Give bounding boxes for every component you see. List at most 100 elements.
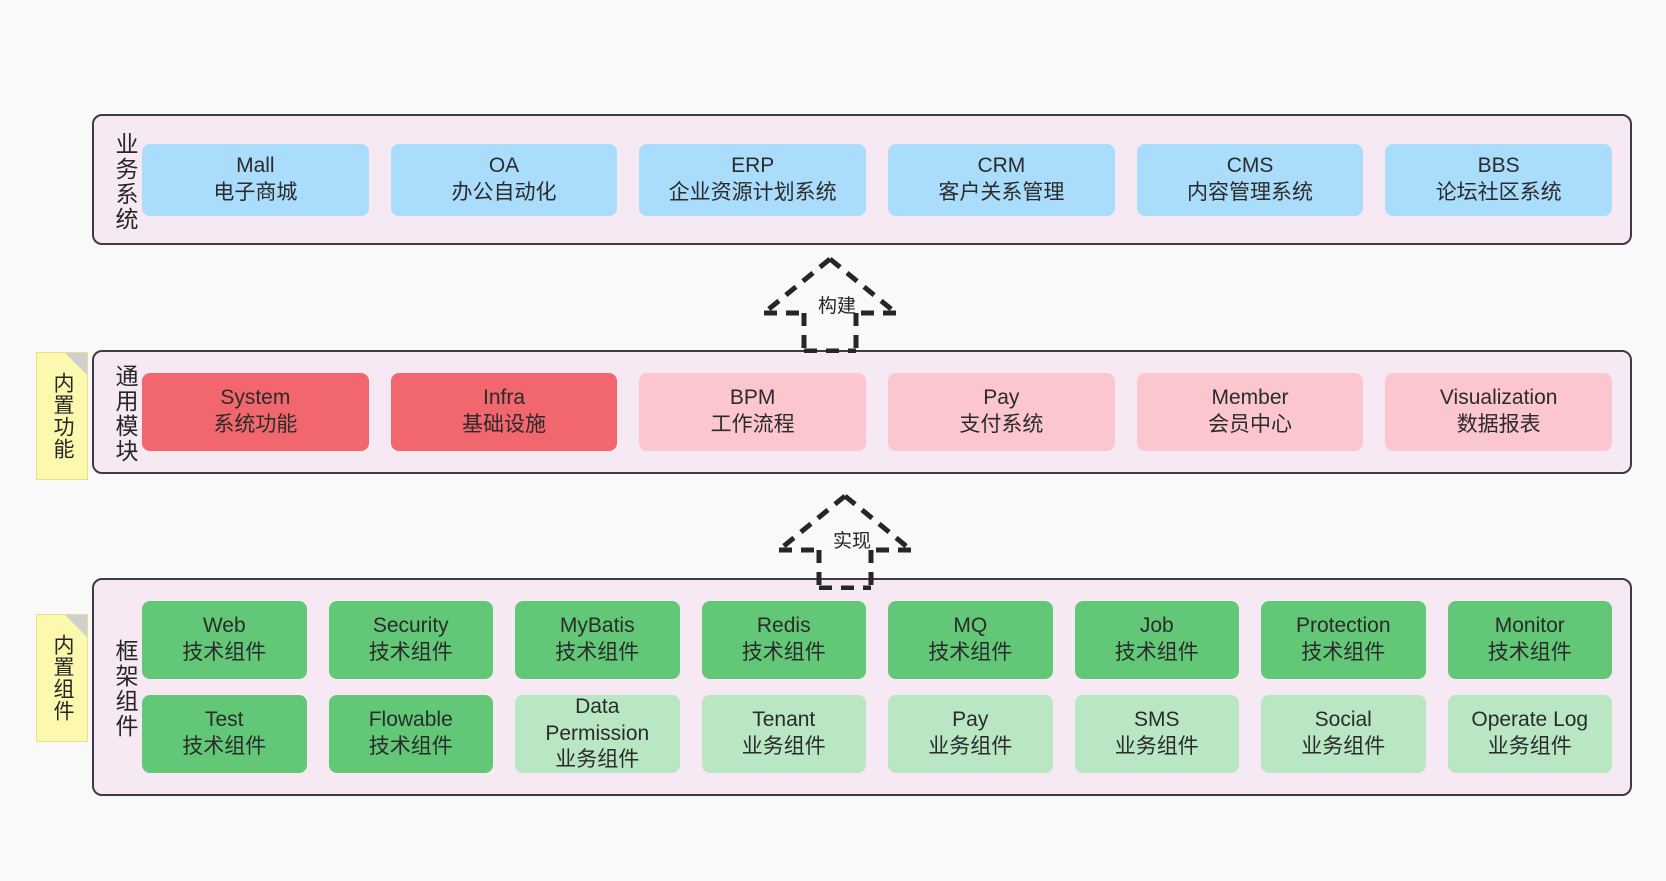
node-title: Job bbox=[1139, 614, 1174, 638]
node-title: Monitor bbox=[1494, 614, 1565, 638]
node-operate-log[interactable]: Operate Log 业务组件 bbox=[1447, 695, 1612, 773]
node-subtitle: 技术组件 bbox=[555, 641, 640, 664]
node-subtitle: 会员中心 bbox=[1208, 413, 1293, 436]
node-subtitle: 业务组件 bbox=[555, 748, 640, 772]
node-subtitle: 办公自动化 bbox=[451, 180, 557, 204]
node-title: Visualization bbox=[1439, 386, 1558, 410]
node-title: Redis bbox=[756, 614, 811, 638]
node-data-permission[interactable]: Data Permission 业务组件 bbox=[515, 695, 680, 773]
node-title: Protection bbox=[1295, 614, 1391, 638]
layer-row: Test 技术组件 Flowable 技术组件 Data Permission … bbox=[142, 695, 1612, 773]
node-mq[interactable]: MQ 技术组件 bbox=[888, 601, 1053, 679]
node-title: Operate Log bbox=[1471, 708, 1589, 732]
node-subtitle: 技术组件 bbox=[182, 641, 267, 664]
node-subtitle: 系统功能 bbox=[213, 413, 298, 436]
node-title: BPM bbox=[729, 386, 776, 410]
node-subtitle: 数据报表 bbox=[1456, 413, 1541, 436]
node-subtitle: 业务组件 bbox=[928, 735, 1013, 758]
node-title: Tenant bbox=[752, 708, 816, 732]
node-subtitle: 技术组件 bbox=[368, 735, 453, 758]
layer-body-common: System 系统功能 Infra 基础设施 BPM 工作流程 Pay 支付系统… bbox=[136, 352, 1630, 472]
node-tenant[interactable]: Tenant 业务组件 bbox=[701, 695, 866, 773]
node-bbs[interactable]: BBS 论坛社区系统 bbox=[1385, 143, 1613, 216]
layer-row: Web 技术组件 Security 技术组件 MyBatis 技术组件 Redi… bbox=[142, 601, 1612, 679]
node-subtitle: 技术组件 bbox=[1487, 641, 1572, 664]
node-title: Data Permission bbox=[545, 694, 650, 745]
node-social[interactable]: Social 业务组件 bbox=[1261, 695, 1426, 773]
note-fold-corner-icon bbox=[65, 615, 87, 637]
note-builtin-function: 内置功能 bbox=[36, 352, 88, 480]
node-pay-component[interactable]: Pay 业务组件 bbox=[888, 695, 1053, 773]
node-title: OA bbox=[488, 153, 520, 177]
layer-row: System 系统功能 Infra 基础设施 BPM 工作流程 Pay 支付系统… bbox=[142, 373, 1613, 451]
note-builtin-component: 内置组件 bbox=[36, 614, 88, 742]
node-subtitle: 论坛社区系统 bbox=[1435, 180, 1562, 204]
layer-title-business: 业务系统 bbox=[112, 131, 138, 232]
node-system[interactable]: System 系统功能 bbox=[142, 373, 369, 451]
node-protection[interactable]: Protection 技术组件 bbox=[1261, 601, 1426, 679]
node-title: MQ bbox=[953, 614, 988, 638]
layer-body-framework: Web 技术组件 Security 技术组件 MyBatis 技术组件 Redi… bbox=[136, 580, 1630, 794]
node-subtitle: 技术组件 bbox=[182, 735, 267, 758]
note-label: 内置组件 bbox=[51, 634, 75, 722]
node-title: SMS bbox=[1133, 708, 1180, 732]
node-job[interactable]: Job 技术组件 bbox=[1074, 601, 1239, 679]
node-title: CRM bbox=[977, 153, 1026, 177]
node-security[interactable]: Security 技术组件 bbox=[328, 601, 493, 679]
node-mybatis[interactable]: MyBatis 技术组件 bbox=[515, 601, 680, 679]
node-title: Social bbox=[1314, 708, 1372, 732]
node-subtitle: 技术组件 bbox=[368, 641, 453, 664]
node-subtitle: 内容管理系统 bbox=[1187, 180, 1314, 204]
node-title: Test bbox=[204, 708, 244, 732]
node-infra[interactable]: Infra 基础设施 bbox=[390, 373, 618, 451]
layer-body-business: Mall 电子商城 OA 办公自动化 ERP 企业资源计划系统 CRM 客户关系… bbox=[136, 116, 1630, 243]
node-subtitle: 业务组件 bbox=[1114, 735, 1199, 758]
node-mall[interactable]: Mall 电子商城 bbox=[142, 143, 369, 216]
connector-implement-label: 实现 bbox=[833, 531, 872, 552]
note-fold-corner-icon bbox=[65, 353, 87, 375]
node-subtitle: 业务组件 bbox=[1487, 735, 1572, 758]
node-cms[interactable]: CMS 内容管理系统 bbox=[1136, 143, 1364, 216]
node-subtitle: 技术组件 bbox=[1114, 641, 1199, 664]
note-label: 内置功能 bbox=[51, 372, 75, 460]
layer-title-framework: 框架组件 bbox=[112, 639, 138, 739]
node-subtitle: 业务组件 bbox=[1301, 735, 1386, 758]
connector-build-label: 构建 bbox=[818, 296, 857, 317]
node-title: Flowable bbox=[368, 708, 453, 732]
node-title: BBS bbox=[1477, 153, 1520, 177]
node-sms[interactable]: SMS 业务组件 bbox=[1074, 695, 1239, 773]
node-title: ERP bbox=[731, 153, 775, 177]
node-subtitle: 技术组件 bbox=[741, 641, 826, 664]
node-web[interactable]: Web 技术组件 bbox=[142, 601, 307, 679]
node-subtitle: 工作流程 bbox=[710, 413, 795, 436]
layer-row: Mall 电子商城 OA 办公自动化 ERP 企业资源计划系统 CRM 客户关系… bbox=[142, 143, 1613, 216]
node-monitor[interactable]: Monitor 技术组件 bbox=[1447, 601, 1612, 679]
node-flowable[interactable]: Flowable 技术组件 bbox=[328, 695, 493, 773]
node-subtitle: 企业资源计划系统 bbox=[668, 180, 837, 204]
node-title: CMS bbox=[1226, 153, 1274, 177]
node-title: MyBatis bbox=[559, 614, 635, 638]
layer-framework-components: 框架组件 Web 技术组件 Security 技术组件 MyBatis 技术组件… bbox=[92, 578, 1632, 796]
node-subtitle: 支付系统 bbox=[959, 413, 1044, 436]
node-title: Infra bbox=[482, 386, 526, 410]
node-pay-module[interactable]: Pay 支付系统 bbox=[888, 373, 1115, 451]
node-title: Security bbox=[372, 614, 449, 638]
node-redis[interactable]: Redis 技术组件 bbox=[701, 601, 866, 679]
node-test[interactable]: Test 技术组件 bbox=[142, 695, 307, 773]
node-subtitle: 基础设施 bbox=[462, 413, 546, 436]
node-title: Mall bbox=[236, 153, 275, 177]
node-member[interactable]: Member 会员中心 bbox=[1136, 373, 1364, 451]
layer-business-systems: 业务系统 Mall 电子商城 OA 办公自动化 ERP 企业资源计划系统 CRM… bbox=[92, 114, 1632, 245]
node-subtitle: 技术组件 bbox=[928, 641, 1013, 664]
node-erp[interactable]: ERP 企业资源计划系统 bbox=[639, 143, 867, 216]
node-title: Pay bbox=[952, 708, 989, 732]
node-visualization[interactable]: Visualization 数据报表 bbox=[1385, 373, 1613, 451]
node-subtitle: 技术组件 bbox=[1301, 641, 1386, 664]
node-title: Pay bbox=[983, 386, 1020, 410]
node-oa[interactable]: OA 办公自动化 bbox=[390, 143, 618, 216]
node-bpm[interactable]: BPM 工作流程 bbox=[639, 373, 867, 451]
node-subtitle: 客户关系管理 bbox=[938, 180, 1065, 204]
node-title: System bbox=[220, 386, 291, 410]
node-crm[interactable]: CRM 客户关系管理 bbox=[888, 143, 1115, 216]
